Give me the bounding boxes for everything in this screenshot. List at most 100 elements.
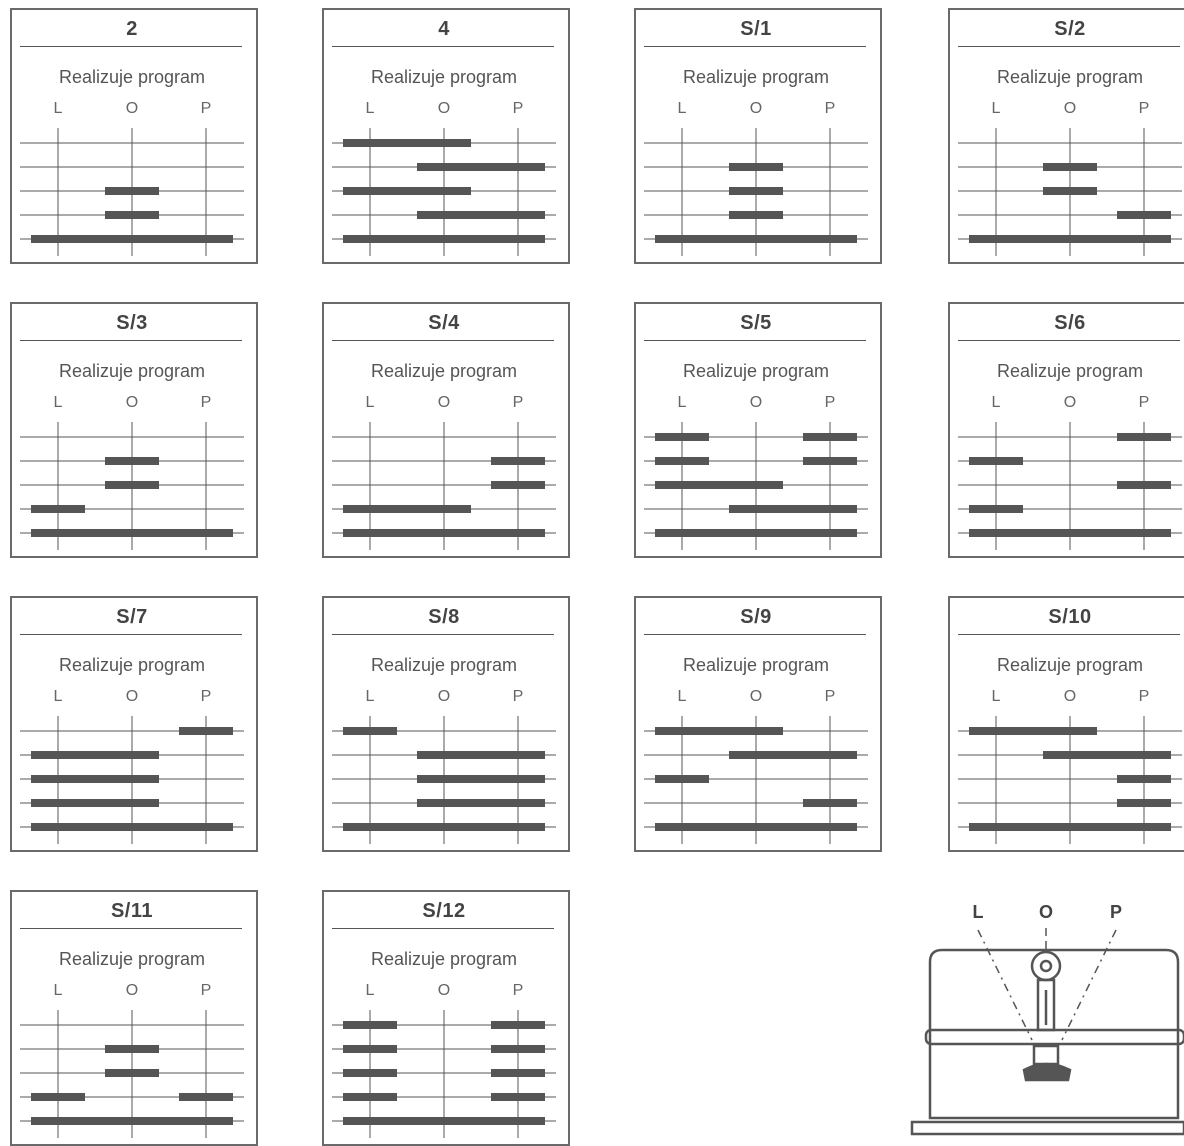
program-bar-grid xyxy=(324,598,568,850)
column-label-o: O xyxy=(434,394,454,412)
column-label-l: L xyxy=(986,688,1006,706)
column-label-l: L xyxy=(360,982,380,1000)
column-label-p: P xyxy=(508,100,528,118)
active-bar-row-5-lop xyxy=(969,529,1171,537)
active-bar-row-1-lo xyxy=(969,727,1097,735)
column-label-l: L xyxy=(672,688,692,706)
column-label-o: O xyxy=(746,688,766,706)
active-bar-row-3-l xyxy=(343,1069,397,1077)
column-label-p: P xyxy=(1134,688,1154,706)
program-bar-grid xyxy=(324,304,568,556)
active-bar-row-2-op xyxy=(729,751,857,759)
column-label-o: O xyxy=(434,688,454,706)
spray-line-right xyxy=(1062,930,1116,1040)
active-bar-row-4-o xyxy=(105,211,159,219)
program-bar-grid xyxy=(12,10,256,262)
program-bar-grid xyxy=(636,304,880,556)
active-bar-row-4-l xyxy=(969,505,1023,513)
program-bar-grid xyxy=(324,892,568,1144)
column-label-o: O xyxy=(122,394,142,412)
active-bar-row-5-lop xyxy=(31,823,233,831)
program-panel-s-10: S/10Realizuje programLOP xyxy=(948,596,1184,852)
spray-arm-label-l: L xyxy=(968,902,988,923)
active-bar-row-4-p xyxy=(179,1093,233,1101)
active-bar-row-3-o xyxy=(1043,187,1097,195)
active-bar-row-5-lop xyxy=(969,823,1171,831)
active-bar-row-2-l xyxy=(655,457,709,465)
column-label-l: L xyxy=(986,394,1006,412)
active-bar-row-2-op xyxy=(417,163,545,171)
program-bar-grid xyxy=(324,10,568,262)
tub-rim xyxy=(926,1030,1184,1044)
active-bar-row-3-o xyxy=(105,1069,159,1077)
program-bar-grid xyxy=(636,10,880,262)
column-label-p: P xyxy=(196,394,216,412)
column-label-p: P xyxy=(508,982,528,1000)
program-panel-s-8: S/8Realizuje programLOP xyxy=(322,596,570,852)
active-bar-row-5-lop xyxy=(31,235,233,243)
tub-outline xyxy=(930,950,1178,1118)
program-bar-grid xyxy=(12,598,256,850)
active-bar-row-1-l xyxy=(343,727,397,735)
active-bar-row-3-p xyxy=(491,481,545,489)
column-label-o: O xyxy=(434,982,454,1000)
column-label-l: L xyxy=(48,982,68,1000)
active-bar-row-4-op xyxy=(417,799,545,807)
column-label-l: L xyxy=(48,100,68,118)
active-bar-row-4-p xyxy=(491,1093,545,1101)
active-bar-row-2-p xyxy=(491,457,545,465)
column-label-l: L xyxy=(360,688,380,706)
column-label-l: L xyxy=(986,100,1006,118)
active-bar-row-2-op xyxy=(417,751,545,759)
active-bar-row-5-lop xyxy=(343,235,545,243)
nozzle-head xyxy=(1032,952,1060,980)
active-bar-row-2-lo xyxy=(31,751,159,759)
active-bar-row-3-o xyxy=(729,187,783,195)
active-bar-row-2-p xyxy=(491,1045,545,1053)
column-label-l: L xyxy=(360,394,380,412)
active-bar-row-2-o xyxy=(1043,163,1097,171)
column-label-p: P xyxy=(820,100,840,118)
column-label-p: P xyxy=(820,394,840,412)
active-bar-row-2-o xyxy=(105,1045,159,1053)
active-bar-row-1-p xyxy=(803,433,857,441)
column-label-o: O xyxy=(746,100,766,118)
active-bar-row-2-op xyxy=(1043,751,1171,759)
active-bar-row-4-l xyxy=(31,1093,85,1101)
active-bar-row-5-lop xyxy=(655,823,857,831)
active-bar-row-3-p xyxy=(1117,775,1171,783)
active-bar-row-3-lo xyxy=(31,775,159,783)
tub-base xyxy=(912,1122,1184,1134)
active-bar-row-1-p xyxy=(1117,433,1171,441)
program-panel-s-5: S/5Realizuje programLOP xyxy=(634,302,882,558)
column-label-p: P xyxy=(196,688,216,706)
active-bar-row-5-lop xyxy=(343,529,545,537)
active-bar-row-1-p xyxy=(179,727,233,735)
active-bar-row-4-op xyxy=(417,211,545,219)
column-label-l: L xyxy=(672,100,692,118)
column-label-o: O xyxy=(434,100,454,118)
spray-line-left xyxy=(978,930,1032,1040)
active-bar-row-5-lop xyxy=(31,529,233,537)
active-bar-row-3-l xyxy=(655,775,709,783)
washer-spray-arms-icon: LOP xyxy=(900,890,1184,1138)
active-bar-row-3-o xyxy=(105,481,159,489)
active-bar-row-4-p xyxy=(803,799,857,807)
active-bar-row-3-op xyxy=(417,775,545,783)
program-bar-grid xyxy=(636,598,880,850)
column-label-l: L xyxy=(672,394,692,412)
spray-arm-label-o: O xyxy=(1036,902,1056,923)
column-label-o: O xyxy=(122,100,142,118)
active-bar-row-3-p xyxy=(1117,481,1171,489)
active-bar-row-5-lop xyxy=(969,235,1171,243)
column-label-o: O xyxy=(1060,394,1080,412)
active-bar-row-2-o xyxy=(105,457,159,465)
column-label-o: O xyxy=(122,982,142,1000)
nozzle-base xyxy=(1024,1064,1070,1080)
active-bar-row-4-p xyxy=(1117,211,1171,219)
